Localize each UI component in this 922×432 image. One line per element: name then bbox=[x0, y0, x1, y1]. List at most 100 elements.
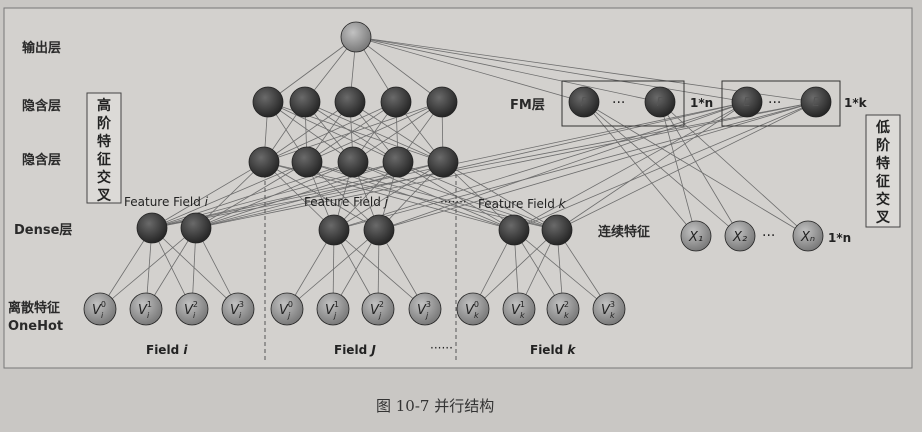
edge-dense-sparse bbox=[472, 229, 558, 310]
low-order-char: 阶 bbox=[876, 137, 891, 154]
continuous-label: 连续特征 bbox=[598, 224, 650, 240]
continuous-size: 1*n bbox=[828, 231, 851, 245]
edge-hidden2-dense bbox=[378, 161, 444, 231]
svg-text:V1k: V1k bbox=[511, 300, 525, 320]
hidden1-node bbox=[426, 86, 458, 118]
hidden-layer-2-label: 隐含层 bbox=[22, 152, 61, 168]
feature-field-label: Feature Field i bbox=[124, 195, 209, 209]
fm-group-1-box bbox=[561, 80, 685, 127]
high-order-char: 高 bbox=[97, 97, 111, 114]
edge-dense-fm bbox=[556, 101, 748, 231]
edge-output-fm bbox=[355, 36, 661, 103]
hidden1-node bbox=[334, 86, 366, 118]
edge-hidden1-hidden2 bbox=[306, 101, 443, 163]
high-order-char: 交 bbox=[97, 169, 111, 186]
sparse-label-line1: 离散特征 bbox=[8, 300, 60, 316]
edge-fm-continuous bbox=[659, 101, 697, 237]
low-order-box bbox=[865, 114, 901, 228]
field-label: Field i bbox=[146, 343, 188, 357]
fm-node: F bbox=[568, 86, 600, 118]
svg-text:V0k: V0k bbox=[465, 300, 479, 320]
fm-group-1-size: 1*n bbox=[690, 96, 713, 110]
edge-dense-sparse bbox=[151, 227, 239, 310]
edge-output-hidden1 bbox=[355, 36, 443, 103]
edge-hidden2-dense bbox=[442, 161, 515, 231]
edge-fm-continuous bbox=[583, 101, 741, 237]
dense-node bbox=[318, 214, 350, 246]
svg-text:V1j: V1j bbox=[325, 300, 339, 320]
edge-output-fm bbox=[355, 36, 748, 103]
sparse-label-line2: OneHot bbox=[8, 319, 63, 334]
edge-dense-fm bbox=[556, 101, 817, 231]
svg-text:V0j: V0j bbox=[279, 300, 293, 320]
hidden1-node bbox=[380, 86, 412, 118]
figure-caption: 图 10-7 并行结构 bbox=[376, 397, 494, 415]
continuous-node: X₁ bbox=[680, 220, 712, 252]
feature-field-dots: ······· bbox=[440, 195, 467, 209]
edge-hidden2-dense bbox=[151, 161, 308, 229]
edge-hidden1-hidden2 bbox=[267, 101, 354, 163]
low-order-char: 征 bbox=[876, 173, 890, 190]
high-order-box bbox=[86, 92, 122, 204]
edge-output-fm bbox=[355, 36, 585, 103]
edge-fm-continuous bbox=[583, 101, 809, 237]
edge-dense-fm bbox=[333, 101, 748, 231]
field-label: Field J bbox=[334, 343, 376, 357]
edge-dense-fm bbox=[195, 101, 748, 229]
edge-fm-continuous bbox=[659, 101, 809, 237]
hidden1-node bbox=[289, 86, 321, 118]
edge-dense-fm bbox=[378, 101, 748, 231]
feature-field-label: Feature Field j bbox=[304, 195, 389, 209]
hidden2-node bbox=[427, 146, 459, 178]
hidden2-node bbox=[382, 146, 414, 178]
edge-dense-fm bbox=[513, 101, 817, 231]
output-layer-label: 输出层 bbox=[22, 40, 61, 56]
svg-text:V3j: V3j bbox=[417, 300, 431, 320]
svg-text:V3i: V3i bbox=[230, 300, 244, 320]
edge-dense-fm bbox=[378, 101, 817, 231]
edge-hidden1-hidden2 bbox=[306, 101, 397, 163]
edge-output-hidden1 bbox=[267, 36, 357, 103]
svg-text:X₂: X₂ bbox=[732, 230, 747, 245]
edge-hidden1-hidden2 bbox=[263, 101, 351, 163]
high-order-char: 叉 bbox=[96, 188, 112, 204]
field-labels: Field i Field J Field k bbox=[146, 343, 576, 357]
edge-hidden2-dense bbox=[352, 161, 515, 231]
svg-text:X₁: X₁ bbox=[688, 230, 703, 245]
svg-text:Xₙ: Xₙ bbox=[800, 230, 815, 245]
dense-node bbox=[498, 214, 530, 246]
edge-dense-fm bbox=[195, 101, 817, 229]
low-order-char: 低 bbox=[875, 119, 890, 136]
field-label: Field k bbox=[530, 343, 576, 357]
hidden1-node bbox=[252, 86, 284, 118]
hidden2-node bbox=[291, 146, 323, 178]
feature-field-label: Feature Field k bbox=[478, 197, 567, 211]
fm-group-1-dots: ··· bbox=[612, 95, 625, 111]
hidden-layer-1-label: 隐含层 bbox=[22, 98, 61, 114]
dense-node bbox=[363, 214, 395, 246]
svg-text:V1i: V1i bbox=[138, 300, 152, 320]
continuous-node: Xₙ bbox=[792, 220, 824, 252]
edge-hidden2-dense bbox=[333, 161, 444, 231]
svg-text:V3k: V3k bbox=[601, 300, 615, 320]
svg-text:V0i: V0i bbox=[92, 300, 106, 320]
dense-node bbox=[541, 214, 573, 246]
dense-node bbox=[180, 212, 212, 244]
edge-hidden1-hidden2 bbox=[267, 101, 399, 163]
edge-dense-sparse bbox=[513, 229, 610, 310]
dense-node bbox=[136, 212, 168, 244]
svg-text:E: E bbox=[743, 95, 751, 109]
fm-node: F bbox=[644, 86, 676, 118]
